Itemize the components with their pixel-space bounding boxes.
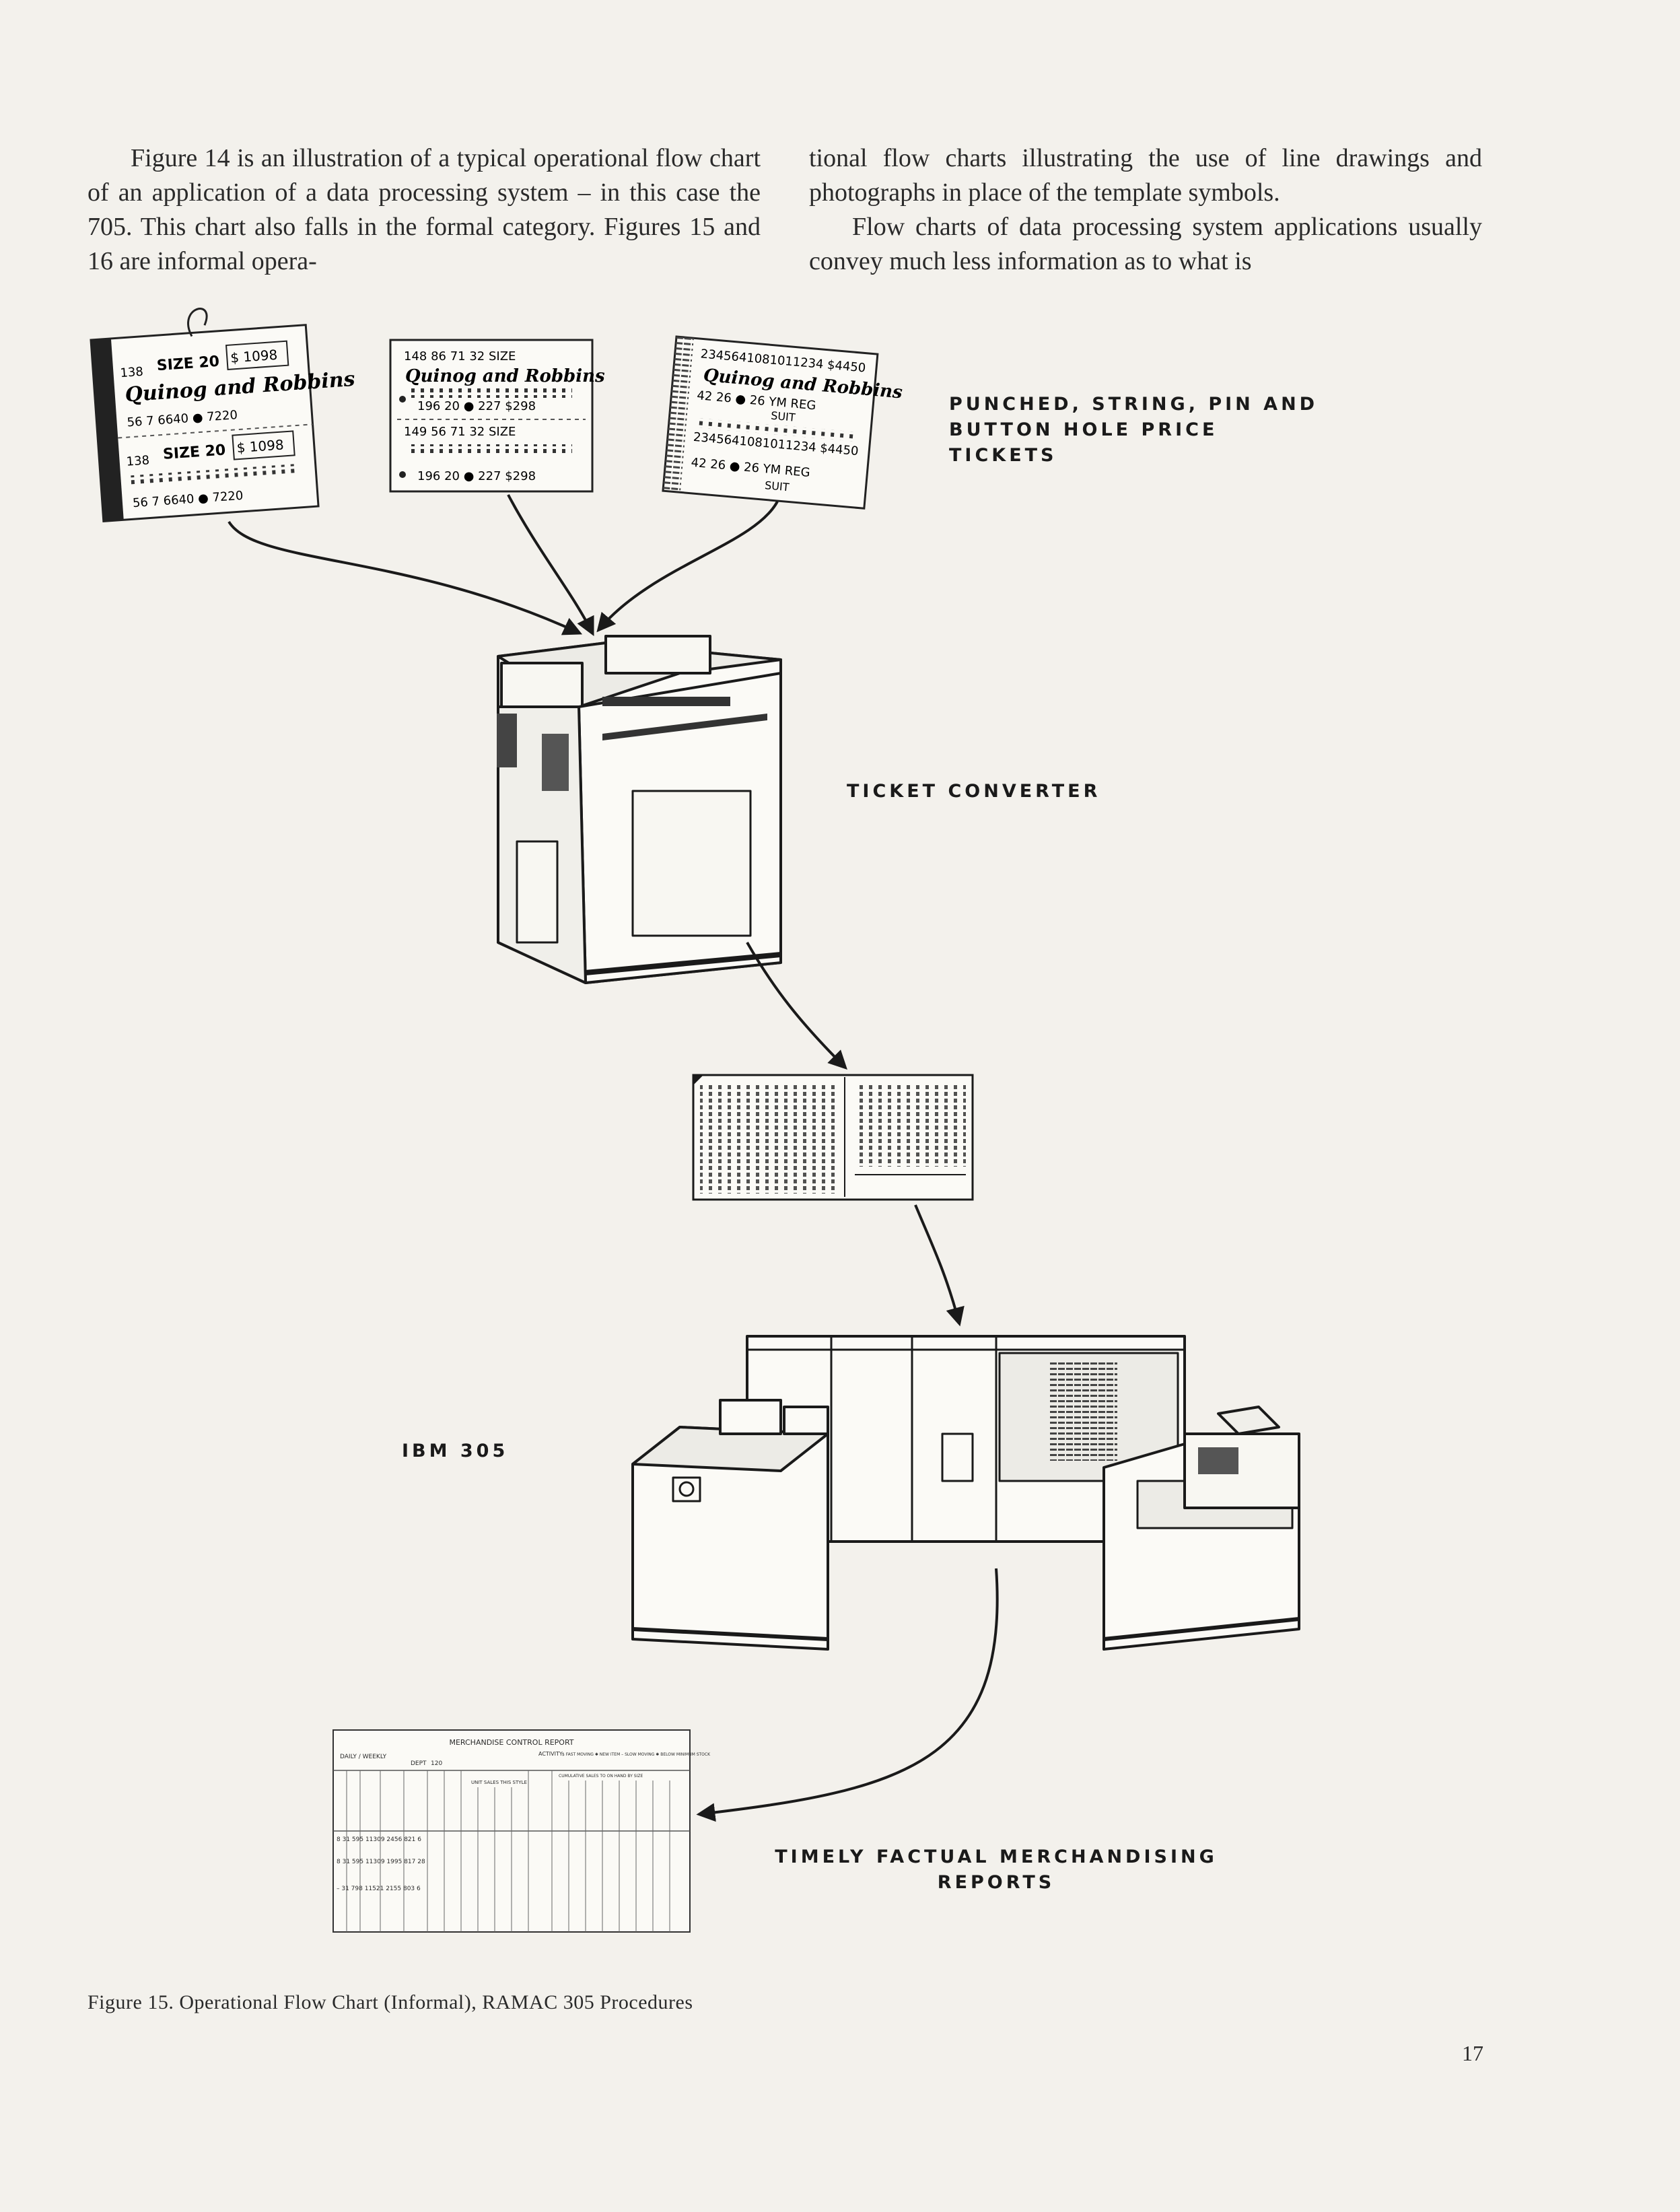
page-number: 17 <box>1462 2041 1483 2065</box>
report-activity-label: ACTIVITY <box>538 1751 563 1757</box>
ticket-text: $ 1098 <box>236 436 284 456</box>
price-ticket-1: 138 SIZE 20 $ 1098 Quinog and Robbins 56… <box>90 308 356 522</box>
report-row: 8 31 595 11309 2456 821 6 <box>337 1836 421 1843</box>
flow-arrow <box>696 1568 999 1822</box>
merchandise-report: MERCHANDISE CONTROL REPORT DAILY / WEEKL… <box>332 1729 711 1933</box>
ticket-brand: Quinog and Robbins <box>405 366 605 386</box>
punched-card <box>692 1074 974 1201</box>
body-paragraph: tional flow charts illustrating the use … <box>809 144 1482 207</box>
label-merchandising-reports: TIMELY FACTUAL MERCHANDISING REPORTS <box>775 1846 1218 1893</box>
flow-arrow <box>228 520 583 635</box>
report-row: 8 31 595 11309 1995 817 28 <box>337 1859 425 1865</box>
report-activity-codes: $ FAST MOVING ✱ NEW ITEM – SLOW MOVING ✱… <box>562 1752 711 1757</box>
ticket-text: SUIT <box>770 409 796 424</box>
ticket-text: 138 <box>120 365 144 380</box>
ticket-text: 196 20 ● 227 $298 <box>417 399 536 413</box>
price-ticket-3: 2345641081011234 $4450 Quinog and Robbin… <box>662 335 903 510</box>
flow-arrow <box>507 494 594 637</box>
label-price-tickets: PUNCHED, STRING, PIN AND BUTTON HOLE PRI… <box>949 394 1319 466</box>
body-paragraph: Figure 14 is an illustration of a typica… <box>88 144 761 275</box>
flow-arrow <box>914 1204 965 1327</box>
ticket-text: 149 56 71 32 SIZE <box>404 425 516 439</box>
report-title: MERCHANDISE CONTROL REPORT <box>449 1738 573 1747</box>
report-section: CUMULATIVE SALES TO ON HAND BY SIZE <box>559 1774 643 1778</box>
flow-arrow <box>746 942 847 1070</box>
ticket-text: 138 <box>126 453 150 469</box>
report-section: UNIT SALES THIS STYLE <box>471 1780 527 1785</box>
label-ibm-305: IBM 305 <box>402 1441 509 1461</box>
flow-chart-figure: 138 SIZE 20 $ 1098 Quinog and Robbins 56… <box>90 308 1300 1933</box>
figure-caption: Figure 15. Operational Flow Chart (Infor… <box>88 1991 693 2013</box>
ibm-305-system <box>631 1335 1300 1651</box>
body-paragraph: Flow charts of data processing system ap… <box>809 213 1482 275</box>
text-column-left: Figure 14 is an illustration of a typica… <box>88 141 761 279</box>
report-options: DAILY / WEEKLY <box>340 1754 387 1760</box>
ticket-text: 148 86 71 32 SIZE <box>404 349 516 364</box>
flow-arrow <box>596 501 779 633</box>
ticket-converter-machine <box>497 635 782 984</box>
report-dept-value: 120 <box>431 1760 442 1767</box>
report-dept-label: DEPT <box>411 1760 427 1767</box>
ticket-text: SUIT <box>764 479 790 493</box>
price-ticket-2: 148 86 71 32 SIZE Quinog and Robbins 196… <box>389 339 605 493</box>
report-row: – 31 798 11521 2155 803 6 <box>337 1886 421 1892</box>
ticket-text: 196 20 ● 227 $298 <box>417 469 536 483</box>
label-ticket-converter: TICKET CONVERTER <box>847 781 1101 802</box>
text-column-right: tional flow charts illustrating the use … <box>809 141 1482 279</box>
ticket-text: $ 1098 <box>230 347 278 366</box>
